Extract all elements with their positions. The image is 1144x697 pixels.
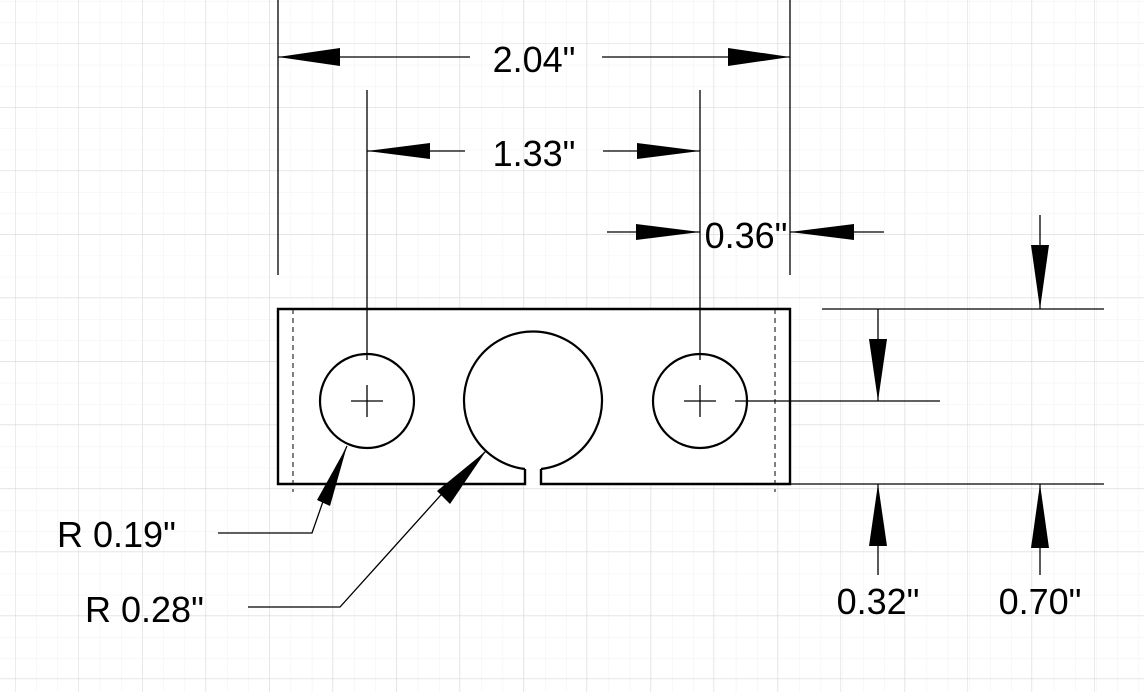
dimension-overall-width: 2.04": [277, 0, 791, 275]
dimension-label-small-hole-radius: R 0.19": [57, 514, 176, 555]
arrowhead: [869, 339, 887, 401]
leader-large-hole-radius: R 0.28": [85, 450, 487, 630]
dimension-label-overall-width: 2.04": [493, 39, 576, 80]
center-mark-right: [684, 385, 716, 417]
dimension-label-edge-offset: 0.36": [705, 215, 788, 256]
arrowhead: [1031, 245, 1049, 309]
arrowhead: [728, 48, 790, 66]
dimension-edge-offset: 0.36": [607, 215, 884, 256]
dimension-overall-height: 0.70": [999, 215, 1082, 622]
dimension-hole-center-height: 0.32": [837, 309, 920, 622]
arrowhead: [869, 484, 887, 546]
arrowhead: [278, 48, 340, 66]
dimension-label-hole-center-height: 0.32": [837, 581, 920, 622]
arrowhead: [317, 446, 347, 506]
dimension-label-large-hole-radius: R 0.28": [85, 589, 204, 630]
center-mark-left: [351, 385, 383, 417]
arrowhead: [636, 224, 700, 240]
dimension-label-hole-spacing: 1.33": [493, 133, 576, 174]
leader-small-hole-radius: R 0.19": [57, 445, 348, 555]
arrowhead: [437, 451, 486, 504]
arrowhead: [367, 143, 430, 159]
arrowhead: [637, 143, 700, 159]
dimension-label-overall-height: 0.70": [999, 581, 1082, 622]
arrowhead: [1031, 484, 1049, 548]
large-hole: [462, 330, 604, 471]
dimension-hole-spacing: 1.33": [366, 90, 701, 360]
arrowhead: [790, 224, 854, 240]
